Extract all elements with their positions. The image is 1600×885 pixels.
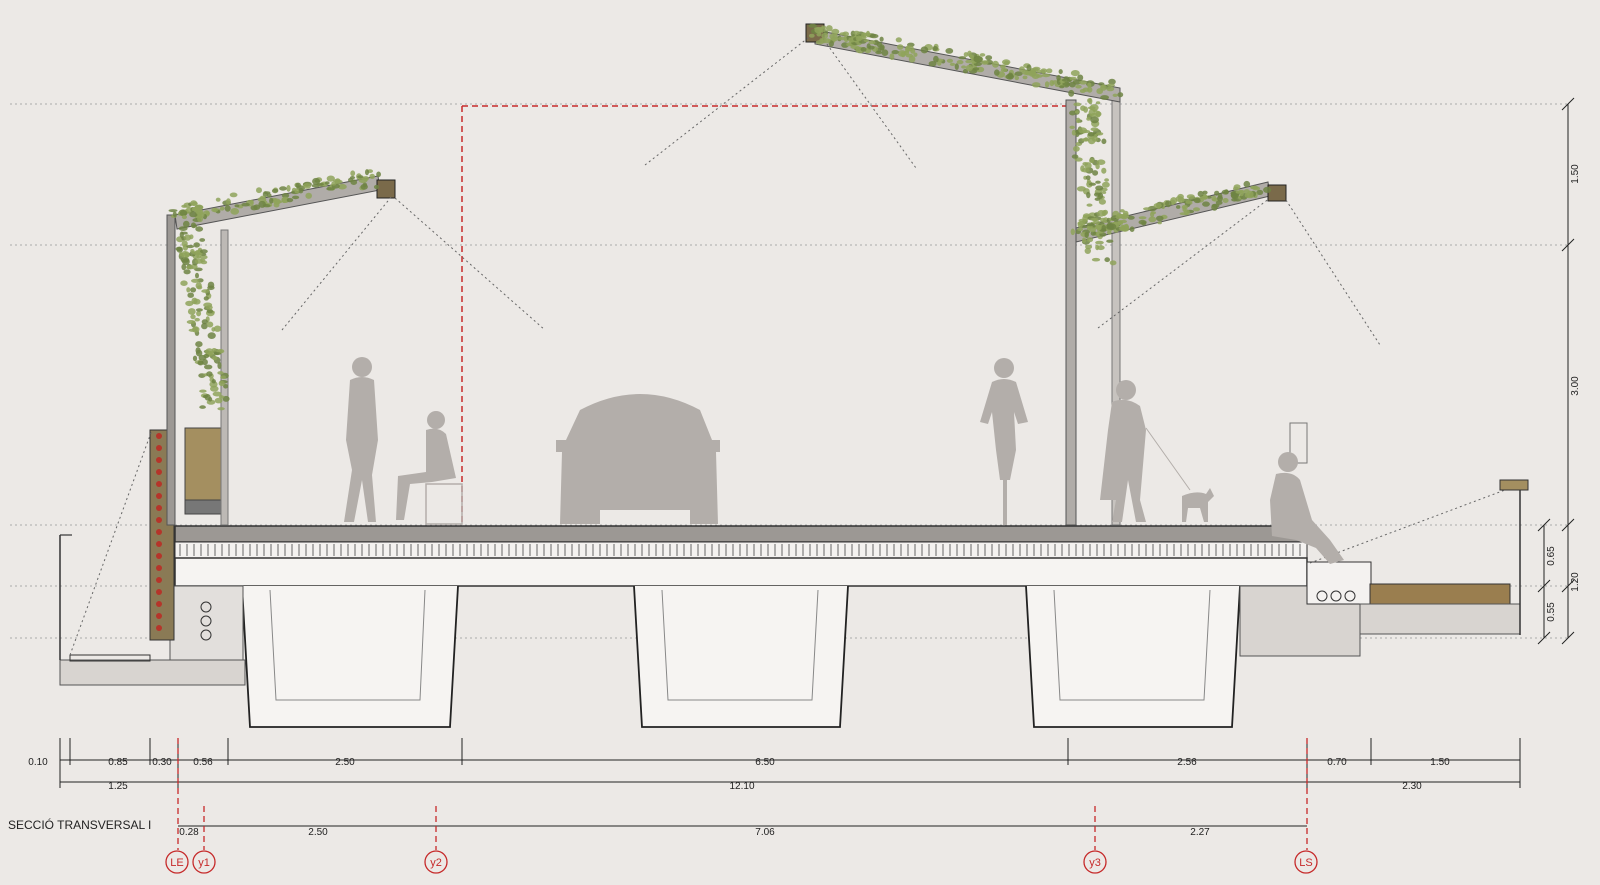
car-silhouette [556,394,720,524]
right-dim-2: 3.00 [1570,376,1581,396]
dim-0-70: 0.70 [1327,757,1347,768]
climbing-vegetation [168,23,1272,411]
vertical-dim-line [1537,97,1575,645]
axis-dim-7-06: 7.06 [755,827,775,838]
dim-1-25: 1.25 [108,781,128,792]
svg-text:LE: LE [170,857,183,869]
seated-person-silhouette [396,411,463,525]
cyclist-silhouette [980,358,1028,525]
axis-marker-y1: y1 [192,850,216,874]
axis-marker-y2: y2 [424,850,448,874]
right-balcony [1239,422,1529,657]
silhouettes [344,357,1344,564]
dim-0-30: 0.30 [152,757,172,768]
dim-2-30: 2.30 [1402,781,1422,792]
standing-person-silhouette [344,357,378,522]
section-title: SECCIÓ TRANSVERSAL I [8,817,151,832]
dim-2-50: 2.50 [335,757,355,768]
axis-dim-2-27: 2.27 [1190,827,1210,838]
dim-0-10: 0.10 [28,757,48,768]
right-dim-4: 1.20 [1570,572,1581,592]
dim-1-50: 1.50 [1430,757,1450,768]
axis-dim-0-28: 0.28 [179,827,199,838]
person-with-dog-silhouette [1100,380,1214,522]
box-girders [241,585,1241,728]
axis-marker-ls: LS [1294,850,1318,874]
svg-text:LS: LS [1299,857,1312,869]
right-dim-5: 0.55 [1546,602,1557,622]
right-dim-1: 1.50 [1570,164,1581,184]
svg-text:y3: y3 [1089,857,1101,869]
axis-marker-le: LE [165,850,189,874]
dim-0-85: 0.85 [108,757,128,768]
svg-text:y2: y2 [430,857,442,869]
girder-inner-lines [269,589,1211,701]
dim-0-56: 0.56 [193,757,213,768]
dim-12-10: 12.10 [729,781,754,792]
svg-text:y1: y1 [198,857,210,869]
bottom-dim-lines [59,738,1521,827]
right-dim-3: 0.65 [1546,546,1557,566]
axis-lines [177,738,1308,850]
dim-2-56: 2.56 [1177,757,1197,768]
left-balcony [59,427,246,686]
bridge-deck [174,525,1308,587]
axis-marker-y3: y3 [1083,850,1107,874]
clearance-envelope [461,105,1069,525]
seated-person-right-silhouette [1270,452,1344,564]
dim-6-50: 6.50 [755,757,775,768]
axis-dim-2-50: 2.50 [308,827,328,838]
